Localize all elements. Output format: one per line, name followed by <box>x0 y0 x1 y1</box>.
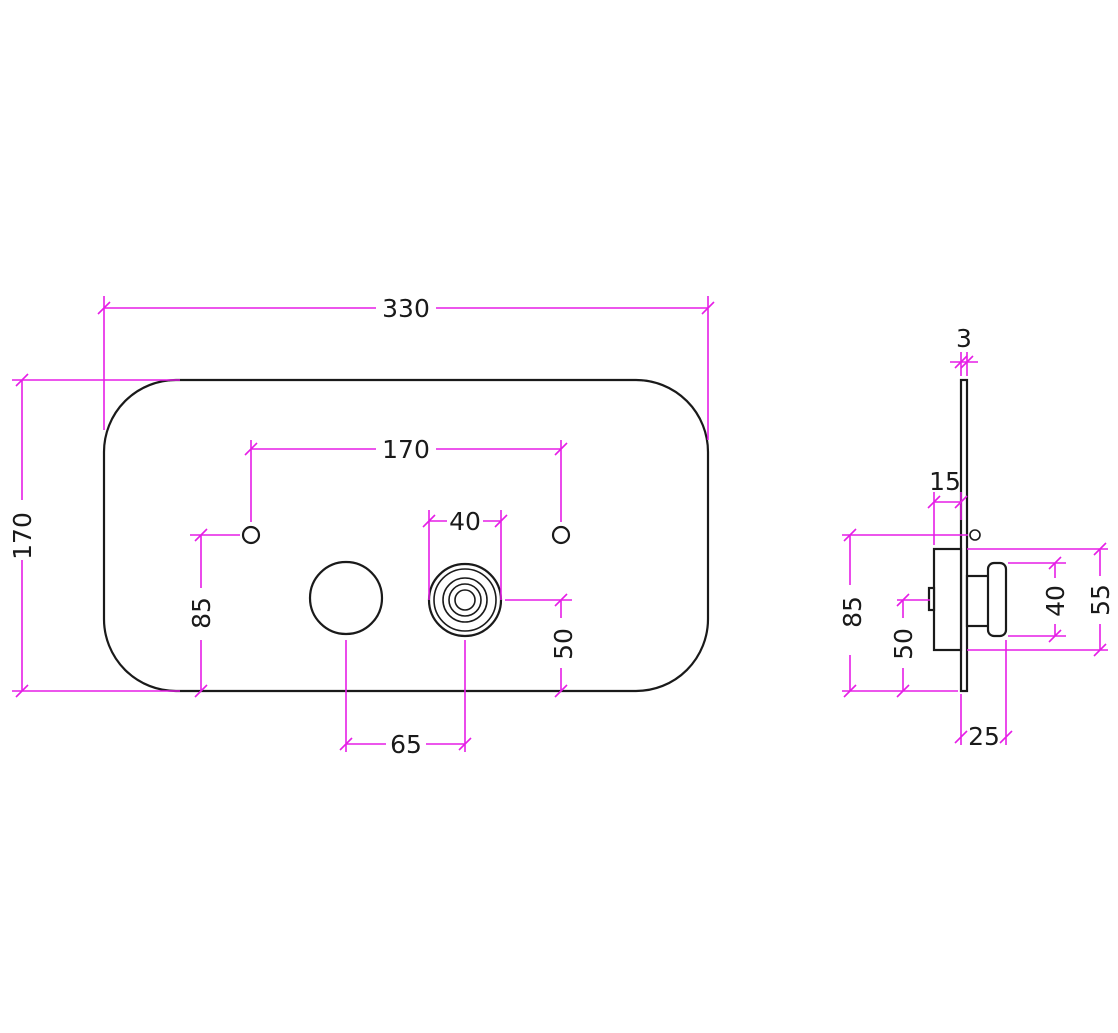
dim-text-170-holes: 170 <box>382 435 430 464</box>
dim-25-side: 25 <box>954 640 1013 751</box>
dim-55-side: 55 <box>967 542 1115 657</box>
dim-text-50-side: 50 <box>889 628 918 660</box>
dim-text-15: 15 <box>929 467 961 496</box>
side-body <box>932 547 963 652</box>
dim-text-65: 65 <box>390 730 422 759</box>
dim-40-side: 40 <box>1008 556 1070 643</box>
dim-65: 65 <box>339 640 472 759</box>
dim-40: 40 <box>422 507 508 600</box>
front-dimensions: 330 170 170 85 <box>8 294 715 759</box>
dim-85-side: 85 <box>838 528 958 698</box>
dim-170-height: 170 <box>8 373 180 698</box>
side-stub <box>927 586 936 612</box>
right-knob <box>427 562 503 638</box>
dim-text-3: 3 <box>956 324 972 353</box>
dim-text-330: 330 <box>382 294 430 323</box>
dim-text-85-side: 85 <box>838 596 867 628</box>
dim-330: 330 <box>97 294 715 440</box>
side-knob-head <box>986 561 1008 638</box>
dim-text-40: 40 <box>449 507 481 536</box>
dim-3: 3 <box>950 324 978 376</box>
side-dimensions: 3 15 85 50 <box>838 324 1115 751</box>
side-knob-stem <box>965 574 991 628</box>
left-knob <box>308 560 384 636</box>
dim-50: 50 <box>505 593 578 698</box>
dim-text-50: 50 <box>549 628 578 660</box>
dim-text-85: 85 <box>187 597 216 629</box>
mounting-hole-left <box>241 525 261 545</box>
mounting-hole-right <box>551 525 571 545</box>
dim-text-25-side: 25 <box>968 722 1000 751</box>
dim-text-170-height: 170 <box>8 512 37 560</box>
front-plate-outline <box>102 378 710 693</box>
side-hole <box>969 529 981 541</box>
dim-15: 15 <box>927 467 968 545</box>
dim-85: 85 <box>187 528 240 698</box>
dim-text-55-side: 55 <box>1086 584 1115 616</box>
dim-text-40-side: 40 <box>1041 585 1070 617</box>
dim-50-side: 50 <box>889 593 930 698</box>
dim-170-holes: 170 <box>244 435 568 522</box>
